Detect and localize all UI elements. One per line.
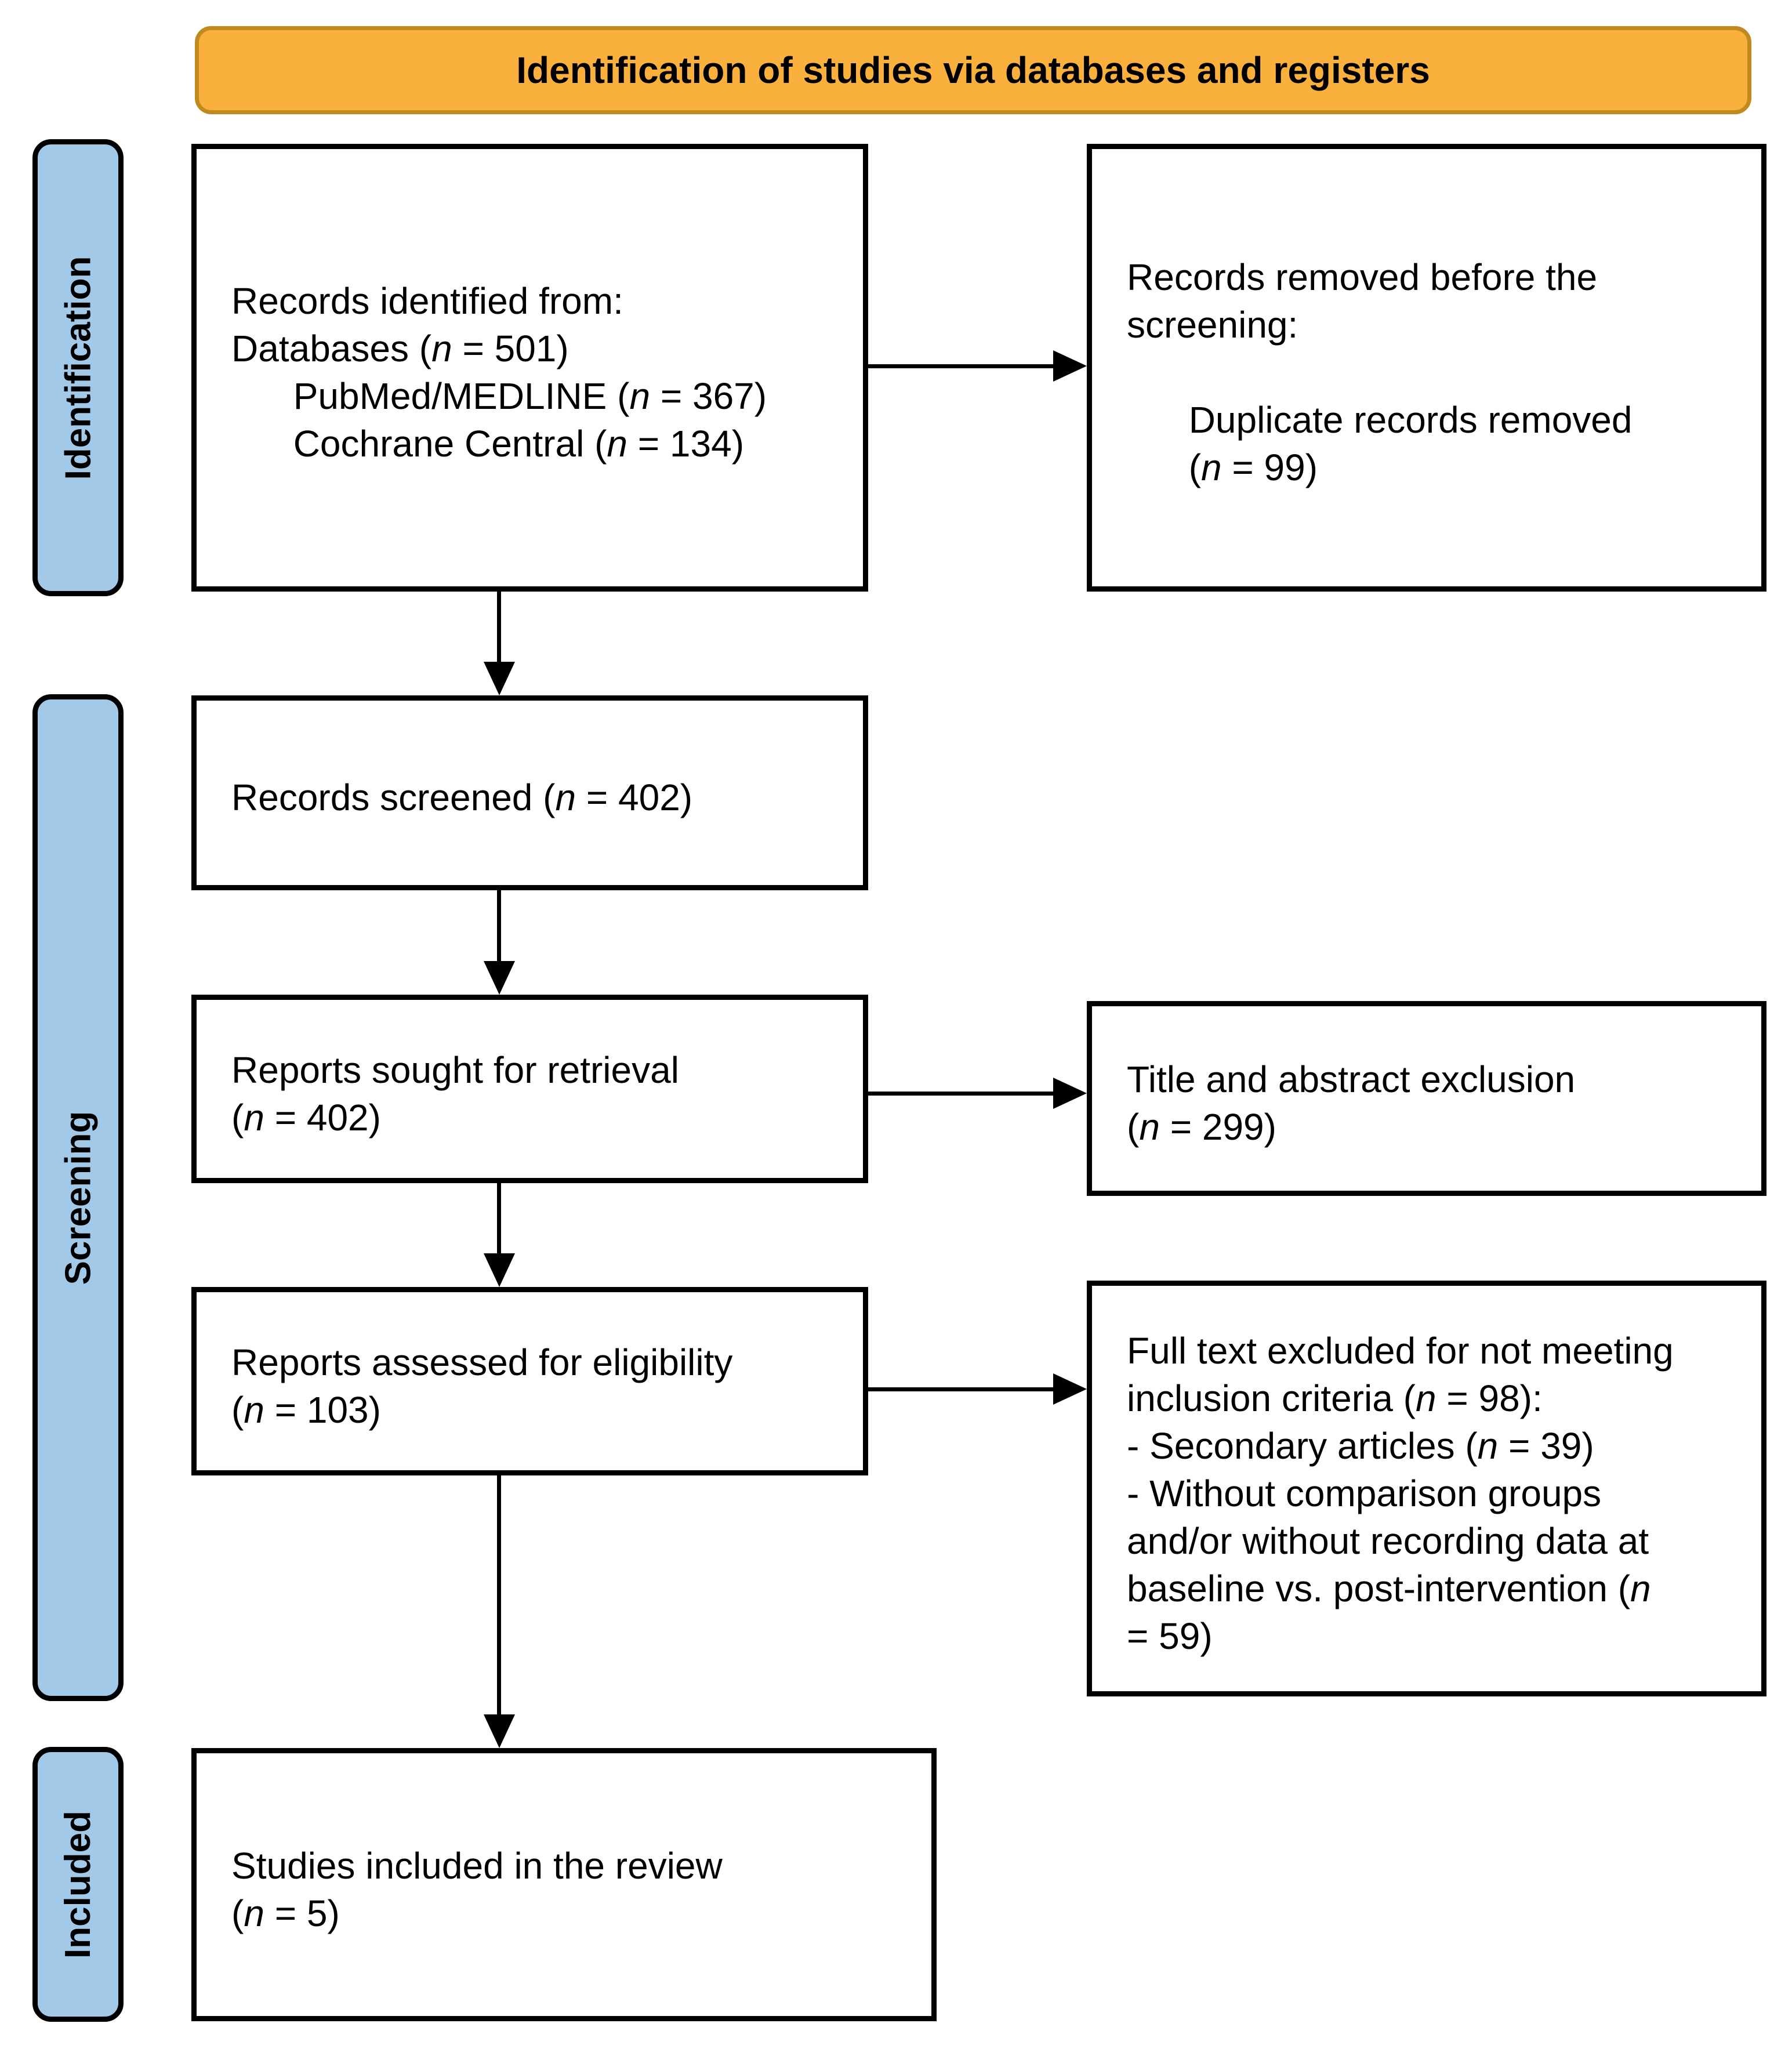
arrow-head-down-icon	[484, 1714, 515, 1748]
title-banner-label: Identification of studies via databases …	[516, 49, 1430, 91]
stage-label-identification: Identification	[32, 139, 124, 596]
box-records-identified: Records identified from:Databases (n = 5…	[191, 144, 868, 592]
arrow-line-assessed-to-fulltext	[868, 1387, 1053, 1391]
box-title-abstract-exclusion: Title and abstract exclusion(n = 299)	[1087, 1001, 1766, 1196]
title-banner: Identification of studies via databases …	[195, 26, 1751, 114]
arrow-head-down-icon	[484, 961, 515, 995]
box-reports-assessed-text: Reports assessed for eligibility(n = 103…	[231, 1341, 733, 1431]
arrow-head-down-icon	[484, 1253, 515, 1287]
box-studies-included: Studies included in the review(n = 5)	[191, 1748, 937, 2021]
arrow-head-right-icon	[1053, 350, 1087, 382]
box-records-identified-text: Records identified from:Databases (n = 5…	[231, 280, 767, 465]
arrow-head-right-icon	[1053, 1373, 1087, 1405]
box-studies-included-text: Studies included in the review(n = 5)	[231, 1844, 723, 1934]
stage-label-included: Included	[32, 1747, 124, 2022]
arrow-line-identified-to-screened	[497, 592, 501, 662]
stage-label-screening: Screening	[32, 694, 124, 1701]
arrow-line-assessed-to-included	[497, 1475, 501, 1714]
arrow-head-right-icon	[1053, 1078, 1087, 1109]
box-records-screened-text: Records screened (n = 402)	[231, 777, 693, 818]
box-reports-sought-text: Reports sought for retrieval(n = 402)	[231, 1049, 679, 1138]
box-reports-sought: Reports sought for retrieval(n = 402)	[191, 995, 868, 1183]
stage-label-identification-text: Identification	[58, 256, 98, 480]
stage-label-included-text: Included	[58, 1810, 98, 1959]
arrow-line-sought-to-exclusion	[868, 1092, 1053, 1096]
box-reports-assessed: Reports assessed for eligibility(n = 103…	[191, 1287, 868, 1475]
arrow-line-sought-to-assessed	[497, 1183, 501, 1253]
box-title-abstract-exclusion-text: Title and abstract exclusion(n = 299)	[1127, 1058, 1576, 1148]
stage-label-screening-text: Screening	[58, 1111, 98, 1285]
box-records-screened: Records screened (n = 402)	[191, 695, 868, 890]
arrow-head-down-icon	[484, 662, 515, 695]
arrow-line-identified-to-removed	[868, 364, 1053, 368]
arrow-line-screened-to-sought	[497, 890, 501, 961]
